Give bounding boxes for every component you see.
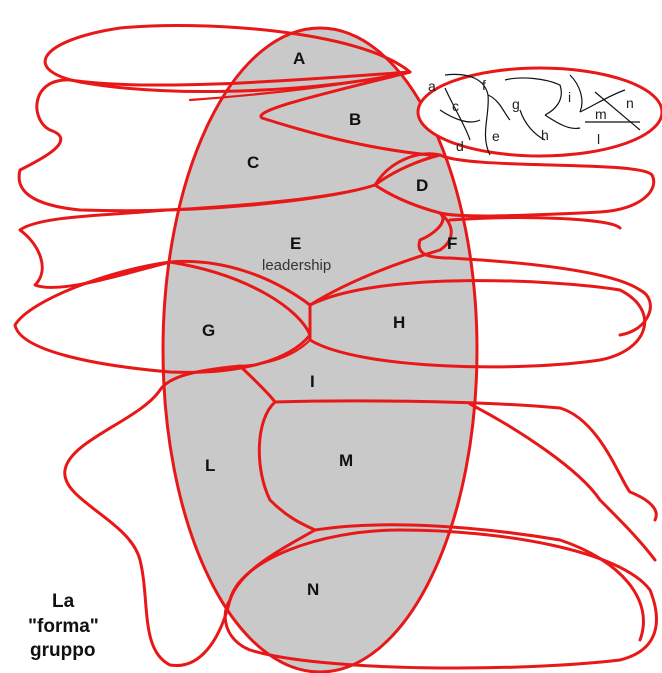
sublabel-l: l <box>597 131 600 147</box>
label-a: A <box>293 49 305 68</box>
label-n: N <box>307 580 319 599</box>
sublabel-g: g <box>512 96 520 112</box>
label-b: B <box>349 110 361 129</box>
caption-line-1: La <box>52 591 75 612</box>
sublabel-c: c <box>452 98 459 114</box>
label-h: H <box>393 313 405 332</box>
label-l: L <box>205 456 215 475</box>
sublabel-m: m <box>595 106 607 122</box>
label-m: M <box>339 451 353 470</box>
label-leadership: leadership <box>262 257 331 274</box>
caption-line-3: gruppo <box>30 640 95 661</box>
caption-line-2: "forma" <box>28 616 99 637</box>
label-f: F <box>447 234 457 253</box>
label-e: E <box>290 234 301 253</box>
lobe-f-top <box>450 218 620 228</box>
sublabel-d: d <box>456 138 464 154</box>
label-c: C <box>247 153 259 172</box>
label-d: D <box>416 176 428 195</box>
label-i: I <box>310 372 315 391</box>
sublabel-a: a <box>428 78 436 94</box>
sublabel-f: f <box>482 77 486 93</box>
sublabel-e: e <box>492 128 500 144</box>
sublabel-h: h <box>541 127 549 143</box>
label-g: G <box>202 321 215 340</box>
sublabel-i: i <box>568 89 571 105</box>
sublabel-n: n <box>626 95 634 111</box>
